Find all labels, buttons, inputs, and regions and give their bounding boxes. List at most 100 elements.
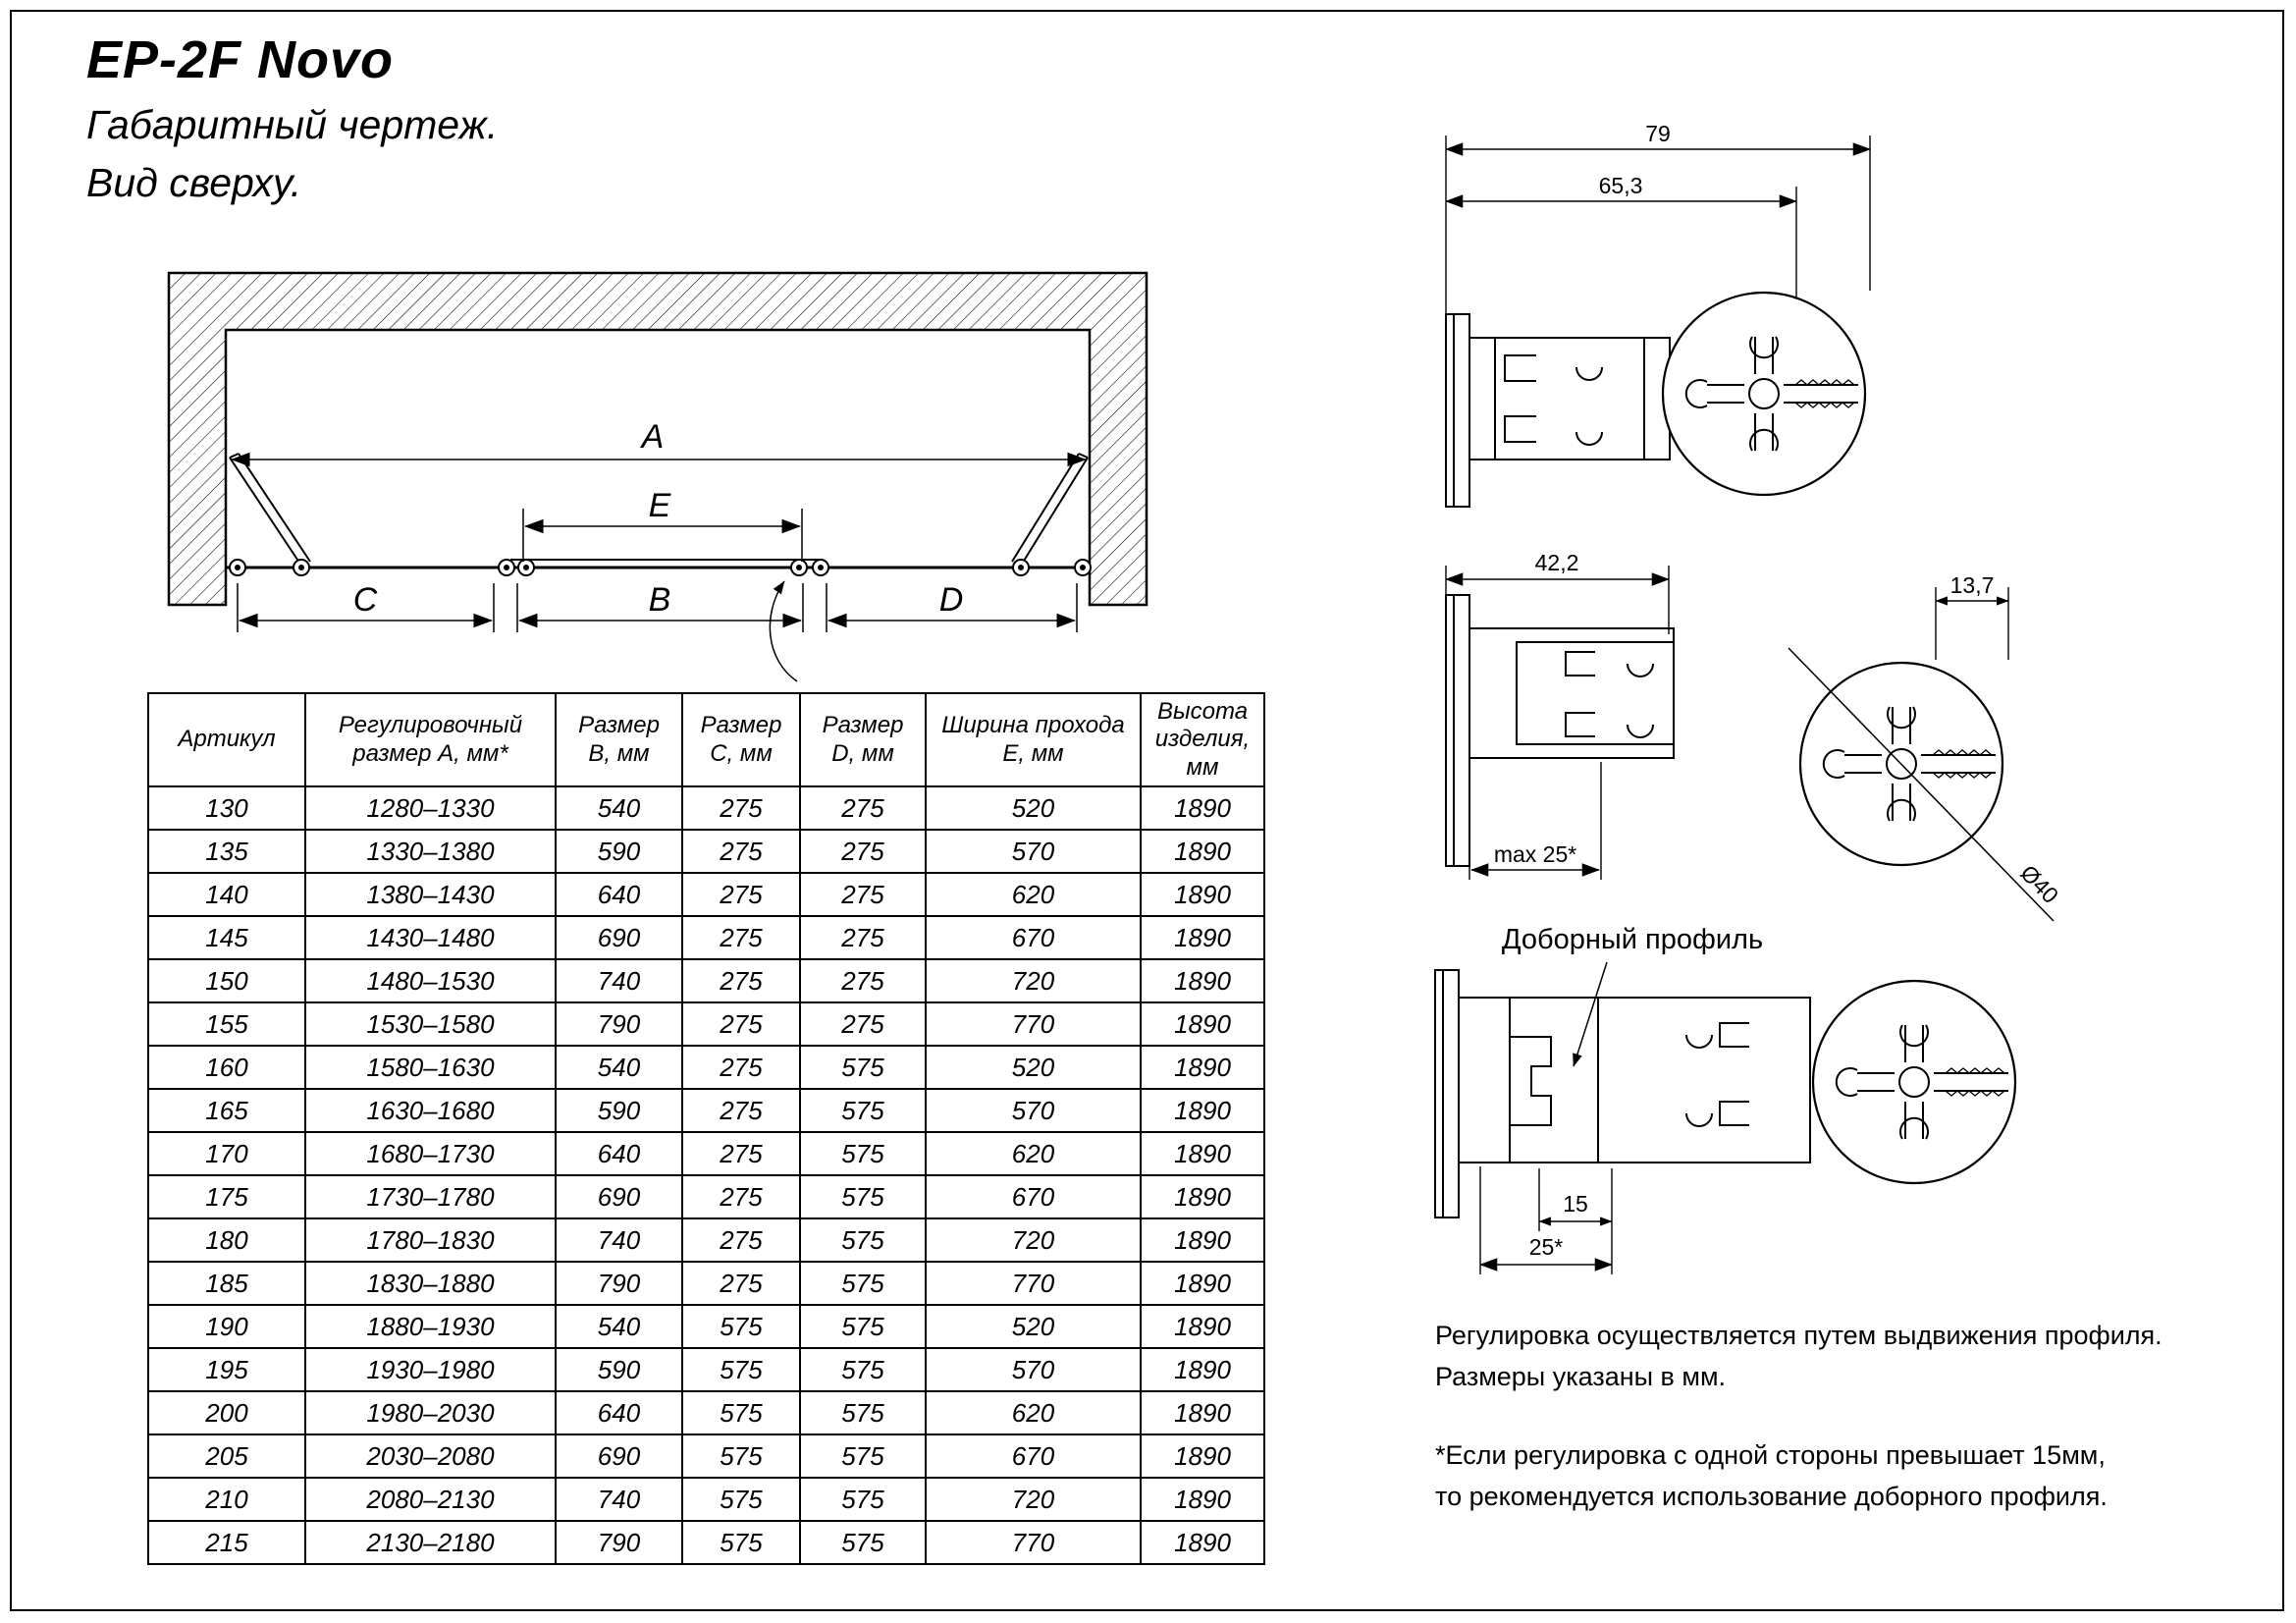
table-cell: 185: [147, 1261, 306, 1306]
table-cell: 640: [555, 1131, 683, 1176]
table-cell: 590: [555, 1088, 683, 1133]
table-cell: 275: [681, 829, 801, 874]
table-cell: 275: [799, 958, 927, 1003]
header-size-c: Размер С, мм: [681, 692, 801, 787]
dim-label-c: C: [353, 581, 378, 619]
table-cell: 690: [555, 915, 683, 960]
table-cell: 1890: [1140, 1390, 1265, 1435]
top-view-drawing: A E C B D: [167, 271, 1148, 682]
table-cell: 690: [555, 1434, 683, 1479]
table-cell: 1890: [1140, 1434, 1265, 1479]
right-door-panel: [1011, 453, 1089, 567]
table-cell: 165: [147, 1088, 306, 1133]
table-cell: 1830–1880: [304, 1261, 557, 1306]
table-cell: 1890: [1140, 1088, 1265, 1133]
table-cell: 575: [799, 1434, 927, 1479]
table-cell: 790: [555, 1520, 683, 1565]
note-line: Регулировка осуществляется путем выдвиже…: [1435, 1321, 2163, 1350]
table-cell: 175: [147, 1174, 306, 1219]
title-block: EP-2F Novo Габаритный чертеж. Вид сверху…: [86, 29, 498, 206]
table-cell: 2030–2080: [304, 1434, 557, 1479]
dimension-cbd: [237, 583, 1078, 632]
table-cell: 575: [799, 1045, 927, 1090]
table-cell: 575: [799, 1304, 927, 1349]
table-cell: 740: [555, 1477, 683, 1522]
detail-2-dimensions: [1445, 566, 2009, 880]
note-line: *Если регулировка с одной стороны превыш…: [1435, 1440, 2106, 1470]
filler-profile-callout: Доборный профиль: [1502, 924, 1763, 955]
dimension-e: [522, 509, 803, 562]
table-cell: 670: [925, 915, 1142, 960]
table-cell: 720: [925, 958, 1142, 1003]
table-cell: 275: [681, 872, 801, 917]
table-cell: 575: [799, 1520, 927, 1565]
table-cell: 1480–1530: [304, 958, 557, 1003]
table-cell: 1430–1480: [304, 915, 557, 960]
table-cell: 590: [555, 829, 683, 874]
dim-label-e: E: [649, 487, 671, 524]
table-header: Артикул Регулировочный размер А, мм* Раз…: [147, 692, 1265, 787]
note-adjustment: Регулировка осуществляется путем выдвиже…: [1435, 1316, 2163, 1398]
table-cell: 640: [555, 872, 683, 917]
table-cell: 155: [147, 1001, 306, 1047]
table-cell: 575: [681, 1304, 801, 1349]
table-cell: 275: [681, 1045, 801, 1090]
table-cell: 275: [799, 785, 927, 831]
table-cell: 720: [925, 1217, 1142, 1263]
table-cell: 575: [799, 1217, 927, 1263]
dim-25: 25*: [1529, 1234, 1564, 1260]
table-cell: 570: [925, 1088, 1142, 1133]
table-cell: 150: [147, 958, 306, 1003]
table-cell: 1890: [1140, 958, 1265, 1003]
table-cell: 770: [925, 1001, 1142, 1047]
dim-13-7: 13,7: [1950, 572, 1995, 598]
dim-65-3: 65,3: [1599, 173, 1643, 198]
table-cell: 1890: [1140, 1304, 1265, 1349]
table-cell: 1330–1380: [304, 829, 557, 874]
table-cell: 215: [147, 1520, 306, 1565]
table-cell: 200: [147, 1390, 306, 1435]
table-cell: 670: [925, 1434, 1142, 1479]
table-cell: 275: [681, 1001, 801, 1047]
dim-79: 79: [1645, 121, 1671, 146]
header-size-a: Регулировочный размер А, мм*: [304, 692, 557, 787]
table-cell: 540: [555, 1045, 683, 1090]
table-cell: 575: [799, 1174, 927, 1219]
diameter-leader: [1788, 647, 2055, 922]
table-cell: 140: [147, 872, 306, 917]
dim-42-2: 42,2: [1535, 550, 1579, 575]
dim-label-d: D: [939, 581, 964, 619]
table-cell: 740: [555, 958, 683, 1003]
note-asterisk: *Если регулировка с одной стороны превыш…: [1435, 1435, 2108, 1518]
table-cell: 1930–1980: [304, 1347, 557, 1392]
header-height: Высота изделия, мм: [1140, 692, 1265, 787]
table-cell: 275: [681, 1131, 801, 1176]
table-cell: 2130–2180: [304, 1520, 557, 1565]
note-line: Размеры указаны в мм.: [1435, 1361, 1727, 1391]
table-cell: 1380–1430: [304, 872, 557, 917]
table-cell: 520: [925, 1045, 1142, 1090]
header-size-d: Размер D, мм: [799, 692, 927, 787]
table-cell: 1530–1580: [304, 1001, 557, 1047]
table-cell: 1630–1680: [304, 1088, 557, 1133]
table-cell: 1890: [1140, 1001, 1265, 1047]
table-cell: 520: [925, 785, 1142, 831]
table-cell: 590: [555, 1347, 683, 1392]
table-cell: 160: [147, 1045, 306, 1090]
table-header-row: Артикул Регулировочный размер А, мм* Раз…: [147, 692, 1265, 787]
roller-markers: [229, 559, 1092, 576]
